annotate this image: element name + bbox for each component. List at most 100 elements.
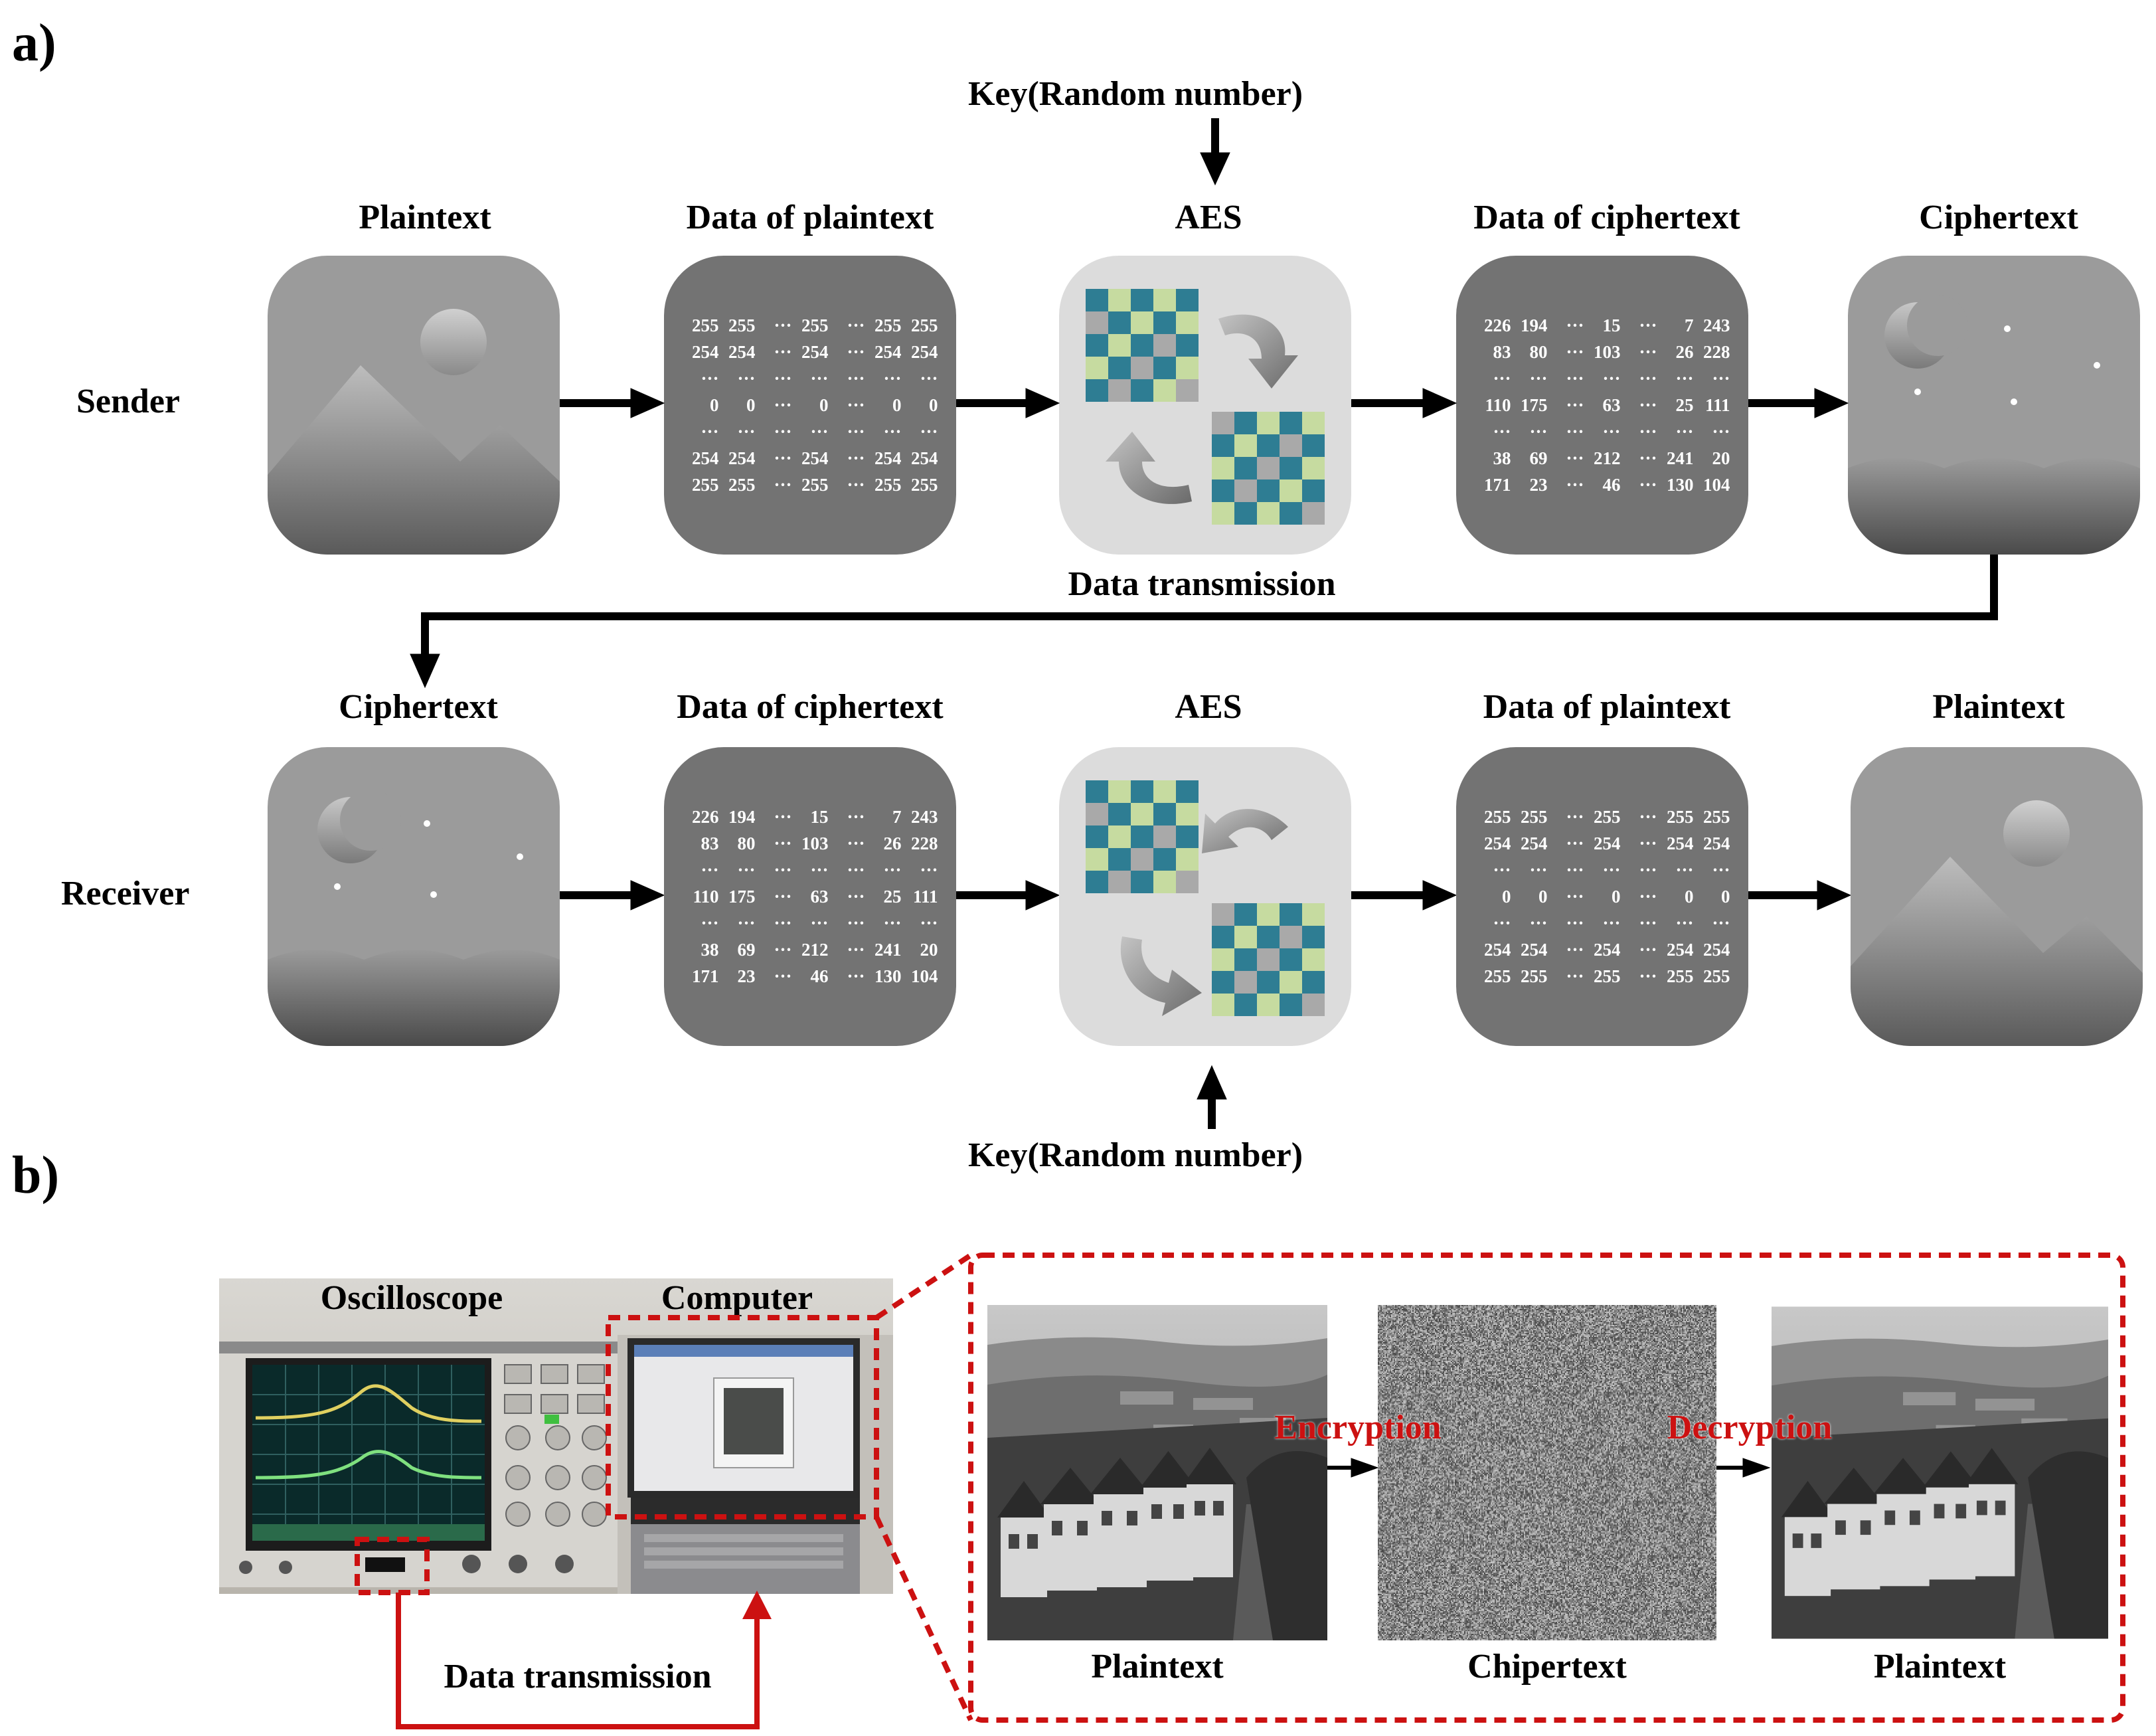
caption-plaintext-left: Plaintext — [1091, 1648, 1224, 1686]
matrix-cell: ··· — [774, 807, 792, 827]
matrix-cell: 23 — [1529, 475, 1548, 495]
matrix-cell: ··· — [1675, 860, 1694, 880]
sender-ciphertext-image — [1848, 256, 2140, 555]
matrix-cell: ··· — [847, 860, 865, 880]
matrix-cell: ··· — [1529, 860, 1548, 880]
matrix-cell: ··· — [1639, 369, 1657, 389]
matrix-cell: 0 — [1685, 887, 1694, 907]
matrix-cell: ··· — [774, 395, 792, 415]
aes-block-grid-1 — [1086, 289, 1199, 402]
matrix-cell: ··· — [1639, 887, 1657, 907]
matrix-cell: ··· — [774, 940, 792, 960]
matrix-cell: ··· — [920, 860, 938, 880]
matrix-cell: 255 — [911, 315, 938, 335]
matrix-cell: 0 — [929, 395, 938, 415]
matrix-cell: ··· — [1529, 422, 1548, 442]
matrix-cell: ··· — [847, 913, 865, 933]
matrix-cell: 254 — [692, 342, 719, 362]
matrix-cell: ··· — [774, 342, 792, 362]
matrix-cell: ··· — [1566, 887, 1584, 907]
matrix-cell: 171 — [692, 966, 719, 986]
matrix-cell: ··· — [774, 448, 792, 468]
matrix-cell: 254 — [1594, 833, 1621, 853]
curved-arrow-icon — [1106, 432, 1192, 504]
transmission-label-b: Data transmission — [444, 1658, 712, 1695]
matrix-cell: ··· — [1712, 422, 1730, 442]
matrix-cell: ··· — [701, 913, 719, 933]
lab-photo — [219, 1278, 893, 1594]
matrix-cell: 20 — [1712, 448, 1730, 468]
matrix-cell: ··· — [1639, 807, 1657, 827]
matrix-cell: ··· — [737, 422, 756, 442]
matrix-cell: 254 — [1521, 833, 1548, 853]
matrix-cell: 83 — [701, 833, 719, 853]
matrix-cell: ··· — [847, 887, 865, 907]
matrix-cell: ··· — [1639, 913, 1657, 933]
matrix-cell: 255 — [874, 475, 902, 495]
oscilloscope-label: Oscilloscope — [320, 1279, 503, 1317]
matrix-cell: ··· — [883, 860, 902, 880]
matrix-cell: ··· — [810, 422, 829, 442]
matrix-cell: 23 — [737, 966, 756, 986]
matrix-cell: 69 — [1529, 448, 1548, 468]
matrix-cell: ··· — [1493, 913, 1511, 933]
matrix-cell: 255 — [1521, 966, 1548, 986]
matrix-cell: ··· — [1566, 342, 1584, 362]
matrix-cell: 26 — [883, 833, 902, 853]
matrix-cell: 255 — [1594, 966, 1621, 986]
matrix-cell: 254 — [874, 448, 902, 468]
matrix-cell: ··· — [1639, 966, 1657, 986]
matrix-cell: 69 — [737, 940, 756, 960]
matrix-cell: 0 — [1538, 887, 1548, 907]
matrix-cell: 255 — [728, 315, 756, 335]
matrix-cell: 26 — [1675, 342, 1694, 362]
matrix-cell: 110 — [693, 887, 719, 907]
matrix-cell: ··· — [774, 860, 792, 880]
matrix-cell: ··· — [737, 369, 756, 389]
aes-block-grid-1 — [1086, 780, 1199, 893]
plaintext-photo-left — [987, 1305, 1327, 1640]
matrix-cell: 254 — [801, 342, 829, 362]
matrix-cell: 226 — [692, 807, 719, 827]
matrix-cell: 254 — [1703, 940, 1730, 960]
matrix-row: ····················· — [1475, 365, 1730, 392]
sender-title-data-plaintext: Data of plaintext — [686, 199, 934, 236]
matrix-cell: ··· — [883, 422, 902, 442]
curved-arrow-icon — [1202, 809, 1288, 853]
matrix-cell: ··· — [1639, 395, 1657, 415]
matrix-cell: 0 — [1612, 887, 1621, 907]
matrix-cell: ··· — [774, 475, 792, 495]
matrix-cell: ··· — [847, 966, 865, 986]
matrix-row: ····················· — [1475, 857, 1730, 883]
key-bottom-label: Key(Random number) — [967, 1136, 1303, 1174]
matrix-cell: ··· — [1675, 913, 1694, 933]
matrix-cell: 254 — [911, 448, 938, 468]
sender-title-ciphertext: Ciphertext — [1919, 199, 2078, 236]
matrix-cell: 243 — [1703, 315, 1730, 335]
matrix-cell: ··· — [774, 422, 792, 442]
matrix-cell: ··· — [737, 913, 756, 933]
matrix-cell: 130 — [1667, 475, 1694, 495]
matrix-cell: ··· — [774, 833, 792, 853]
matrix-cell: ··· — [1639, 833, 1657, 853]
matrix-cell: 255 — [1484, 966, 1511, 986]
matrix-cell: 0 — [746, 395, 756, 415]
matrix-row: ····················· — [1475, 418, 1730, 445]
matrix-cell: 255 — [728, 475, 756, 495]
matrix-cell: ··· — [774, 966, 792, 986]
matrix-cell: 0 — [1502, 887, 1511, 907]
matrix-cell: 25 — [1675, 395, 1694, 415]
